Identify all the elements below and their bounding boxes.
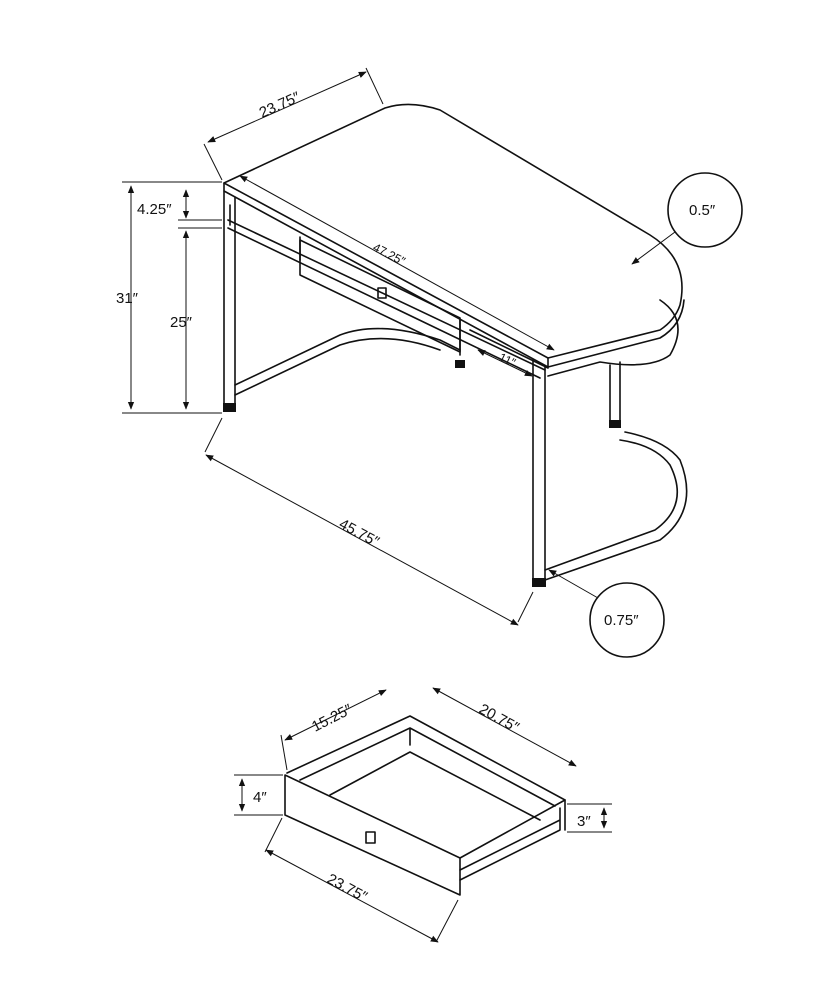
desk-dimensions: 23.75″ 31″ 4.25″ 25″ 47.25″ 11″ 45.75″ 0…: [116, 67, 743, 658]
drawer-side: [459, 799, 566, 881]
front-right-leg: [532, 359, 546, 581]
top-thickness-label: 4.25″: [137, 201, 172, 218]
leg-foot: [223, 403, 236, 412]
leg-tube-callout: [589, 582, 665, 658]
drawer-handle-icon: [365, 831, 376, 844]
leg-foot: [609, 420, 621, 428]
drawer-interior-depth-label: 20.75″: [476, 701, 522, 737]
base-width-label: 45.75″: [336, 516, 382, 551]
shelf-depth-label: 11″: [497, 350, 519, 370]
right-base-frame: [544, 431, 688, 581]
desk-shelf: [227, 219, 679, 379]
drawer-side-height-label: 3″: [577, 813, 591, 830]
drawer-interior-width-label: 15.25″: [309, 701, 356, 736]
drawer-front: [284, 774, 461, 896]
drawer-front-height-label: 4″: [253, 789, 267, 806]
desk-top: [223, 103, 683, 359]
drawer-back: [286, 715, 566, 831]
top-edge-callout-label: 0.5″: [689, 202, 716, 219]
desk-drawing: [223, 103, 688, 587]
front-left-leg: [223, 190, 236, 406]
leg-tube-callout-label: 0.75″: [604, 612, 639, 629]
top-edge-callout: [667, 172, 743, 248]
leg-foot: [532, 578, 546, 587]
drawer-dimensions: 15.25″ 20.75″ 4″ 3″ 23.75″: [234, 687, 612, 943]
top-width-label: 47.25″: [371, 240, 409, 268]
clearance-height-label: 25″: [170, 314, 193, 331]
left-base-frame: [234, 327, 461, 396]
back-right-leg: [609, 361, 621, 423]
overall-height-label: 31″: [116, 290, 139, 307]
top-depth-label: 23.75″: [257, 88, 304, 121]
drawer-inner: [299, 727, 556, 821]
drawer-front-width-label: 23.75″: [324, 871, 370, 906]
drawer-drawing: [284, 715, 566, 896]
leg-foot: [455, 360, 465, 368]
